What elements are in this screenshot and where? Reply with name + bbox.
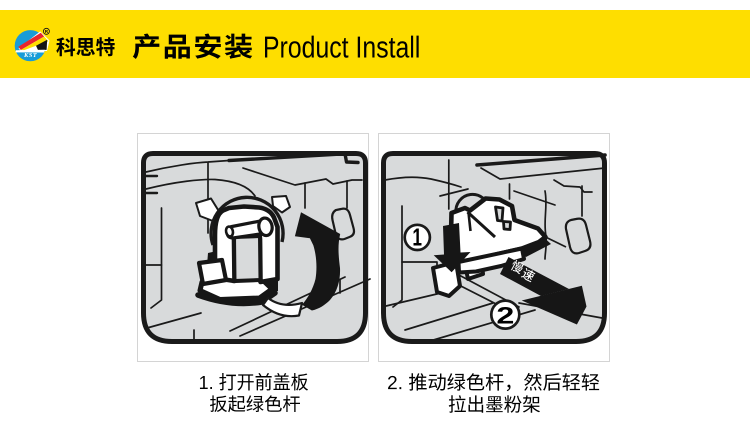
svg-text:R: R xyxy=(45,29,49,34)
svg-text:KST: KST xyxy=(23,52,38,59)
